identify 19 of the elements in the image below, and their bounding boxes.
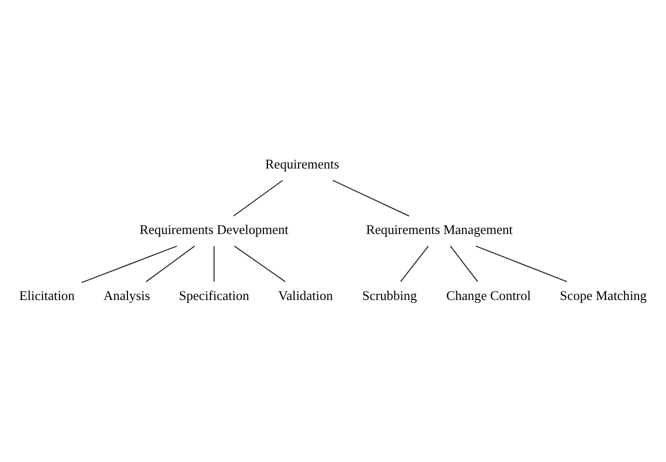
node-text: Analysis	[103, 288, 150, 303]
connector	[81, 246, 178, 284]
node-text: Requirements	[265, 156, 340, 172]
node-text: Requirements Development	[140, 222, 288, 238]
node-text: Scope Matching	[560, 288, 647, 303]
node-text: Validation	[278, 288, 333, 303]
connector	[475, 246, 568, 282]
node-text: Specification	[178, 288, 250, 303]
connector	[234, 246, 286, 282]
connector	[146, 246, 196, 282]
node-text: Elicitation	[19, 288, 75, 303]
node-text: Scrubbing	[362, 288, 417, 303]
node-text: Requirements Management	[366, 222, 513, 238]
connector	[214, 246, 215, 282]
connector	[332, 180, 410, 216]
node-text: Change Control	[446, 288, 531, 303]
connector	[400, 246, 429, 282]
connector	[450, 246, 478, 282]
connector	[233, 180, 284, 216]
